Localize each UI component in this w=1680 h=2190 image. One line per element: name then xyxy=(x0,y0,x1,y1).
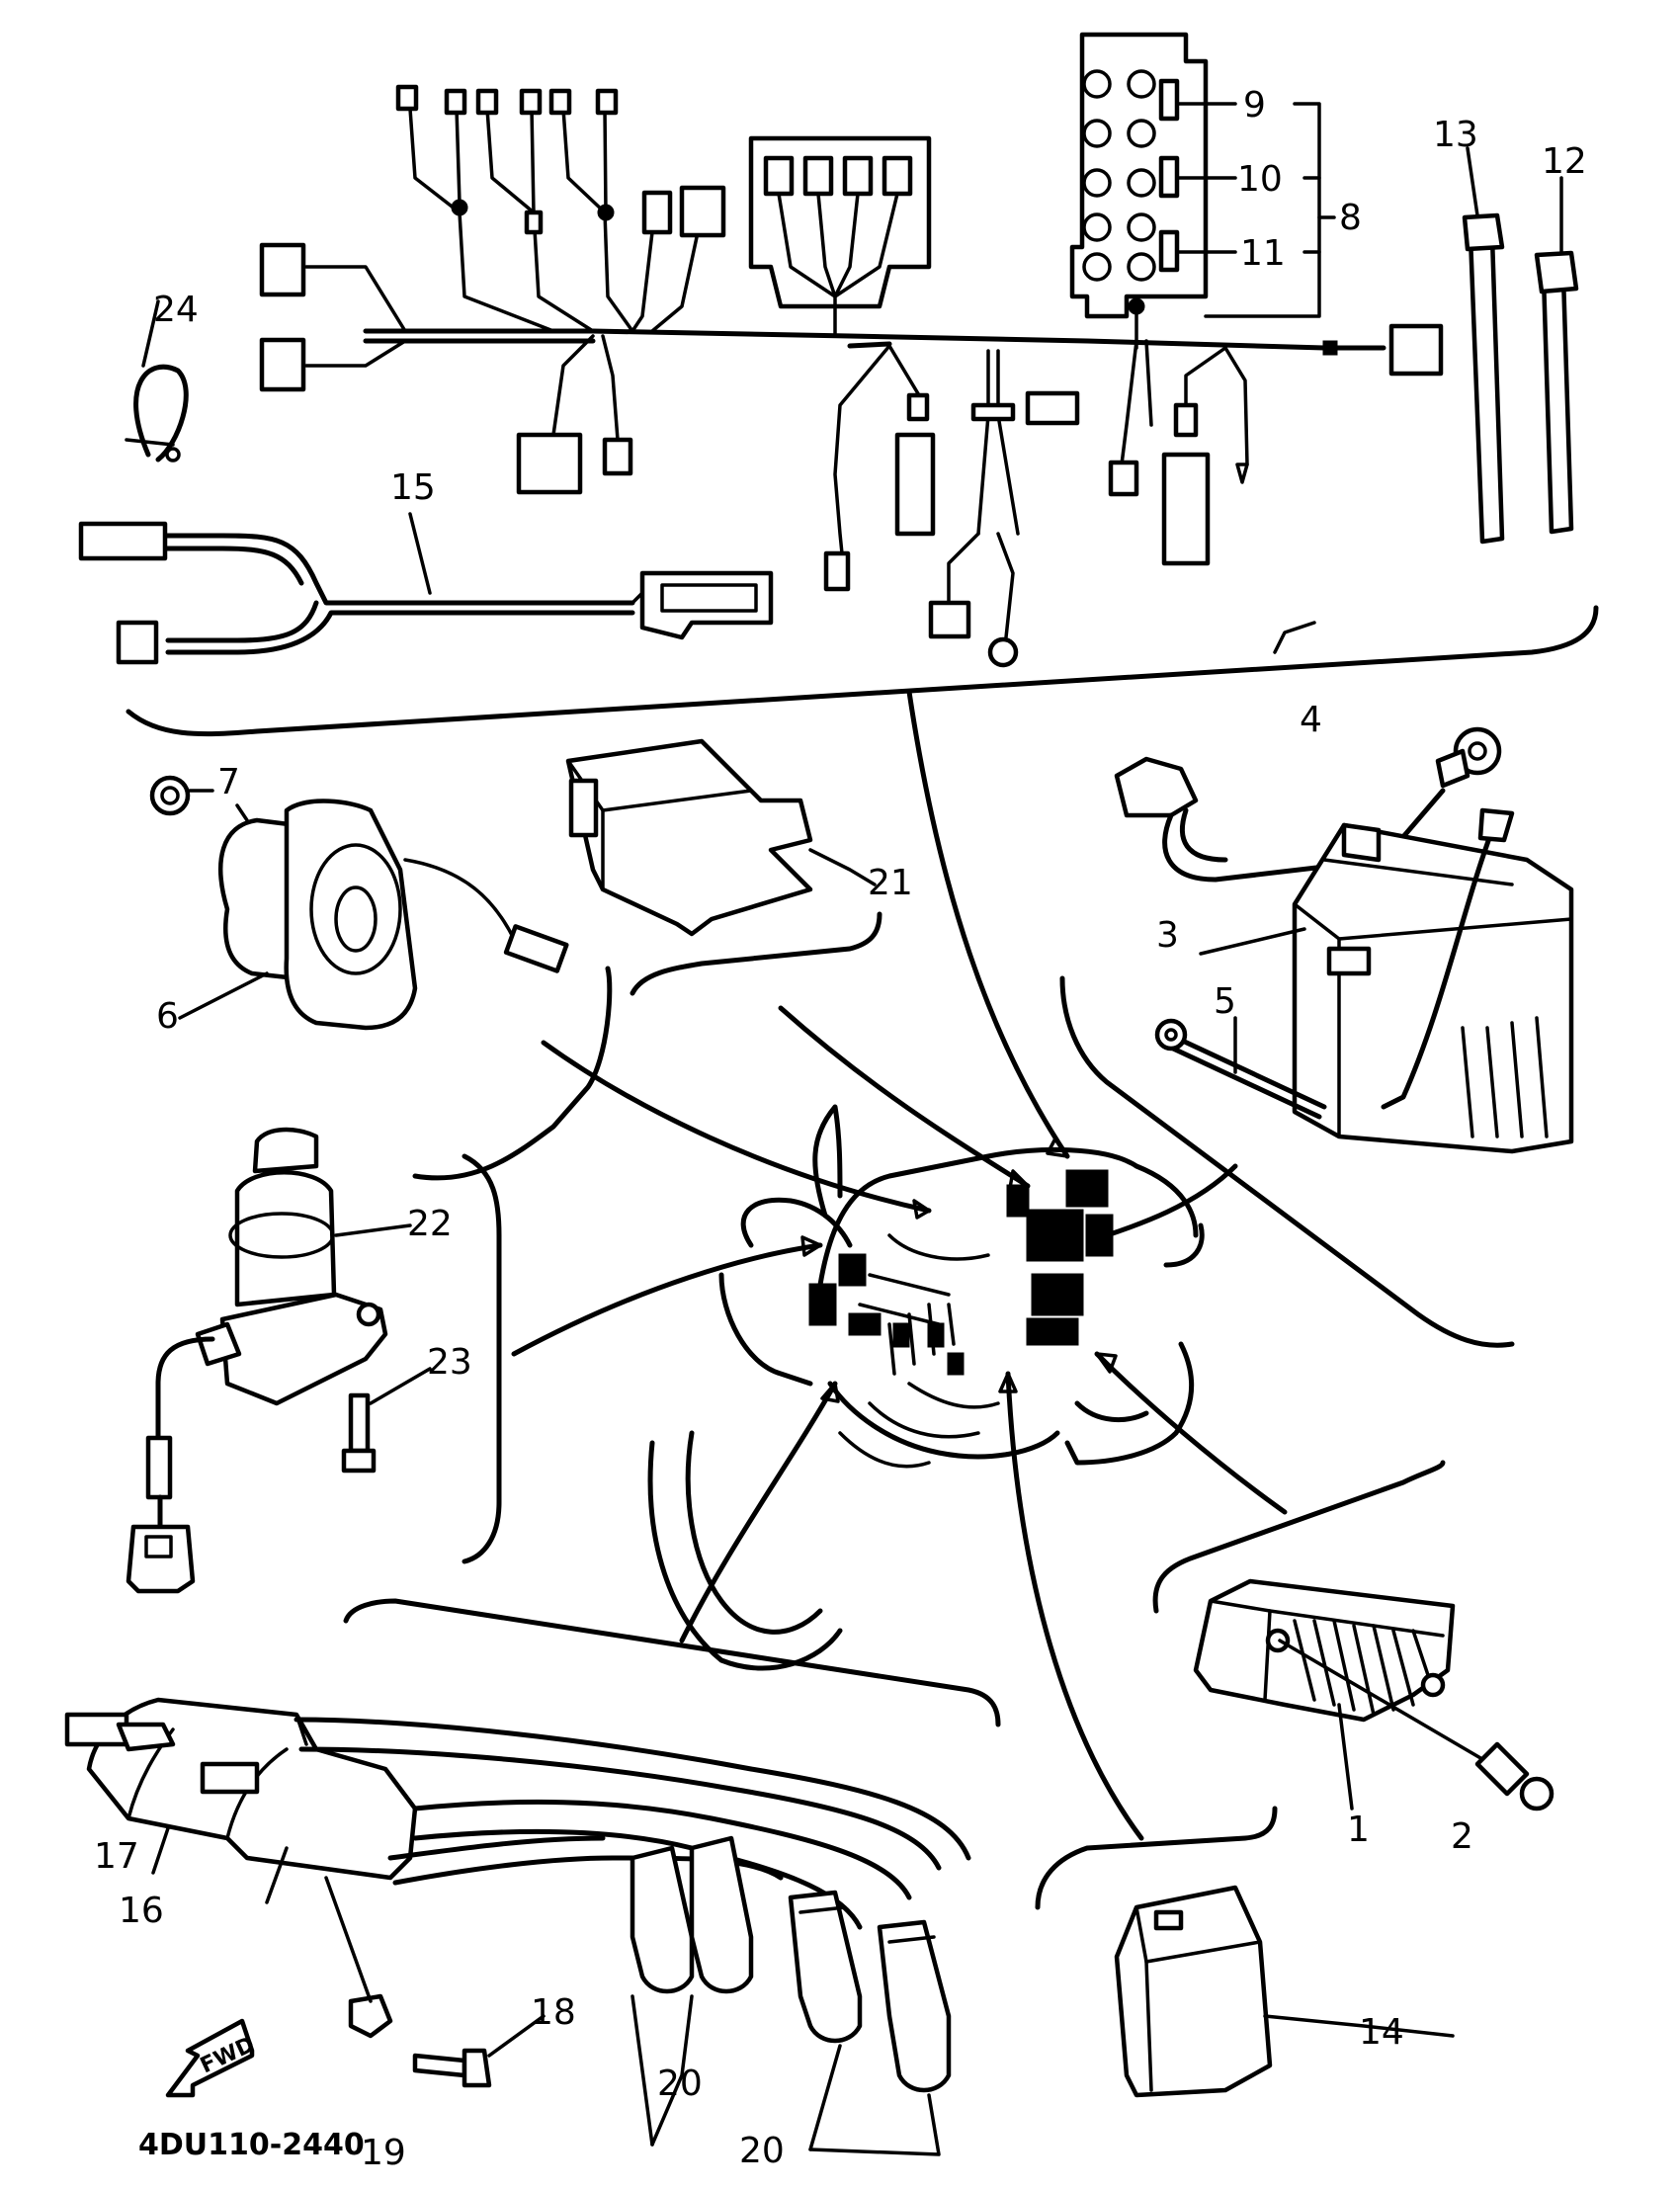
cable-bands xyxy=(1462,212,1579,545)
switch-bracket xyxy=(462,1153,502,1564)
callout-22: 22 xyxy=(407,1204,453,1244)
horn-bracket xyxy=(412,966,613,1181)
screw-23 xyxy=(341,1392,377,1474)
ignitor-bracket xyxy=(630,911,882,996)
callout-20b: 20 xyxy=(739,2131,785,2171)
ignitor-unit-21 xyxy=(565,738,813,937)
callout-18: 18 xyxy=(531,1992,576,2033)
callout-23: 23 xyxy=(427,1342,472,1383)
battery-bracket xyxy=(1059,975,1515,1348)
figure-code: 4DU110-2440 xyxy=(138,2128,365,2162)
relay-bracket xyxy=(1035,1806,1278,1910)
callout-2: 2 xyxy=(1451,1816,1473,1857)
callout-8: 8 xyxy=(1339,198,1362,238)
motorcycle-frame xyxy=(647,1104,1205,1671)
callout-13: 13 xyxy=(1433,115,1478,155)
callout-10: 10 xyxy=(1237,159,1283,200)
forward-arrow: FWD xyxy=(165,2018,259,2098)
nut-7 xyxy=(149,775,191,816)
callout-15: 15 xyxy=(390,467,436,508)
callout-11: 11 xyxy=(1240,233,1286,274)
bolt-2 xyxy=(1278,1639,1554,1811)
callout-16: 16 xyxy=(119,1891,164,1931)
callout-4: 4 xyxy=(1300,700,1322,740)
rectifier-bracket xyxy=(1152,1460,1446,1614)
callout-21: 21 xyxy=(868,863,913,903)
callout-19: 19 xyxy=(361,2133,406,2173)
horn-6 xyxy=(218,799,569,1031)
wire-harness-group xyxy=(78,32,1444,668)
relay-14 xyxy=(1114,1885,1273,2098)
lead-5 xyxy=(1154,1018,1327,1120)
callout-7: 7 xyxy=(217,762,240,802)
leader-lines xyxy=(511,689,1288,1841)
ignition-coil-assembly xyxy=(64,1697,971,2093)
battery-3 xyxy=(1292,807,1574,1154)
callout-5: 5 xyxy=(1214,981,1236,1022)
callout-leaders xyxy=(141,146,1563,2156)
main-switch-22 xyxy=(126,1127,388,1594)
callout-1: 1 xyxy=(1347,1810,1370,1850)
coil-bracket xyxy=(343,1598,1001,1727)
callout-14: 14 xyxy=(1359,2012,1404,2053)
callout-9: 9 xyxy=(1243,85,1266,126)
callout-12: 12 xyxy=(1542,141,1587,182)
callout-17: 17 xyxy=(94,1836,139,1877)
rectifier-1 xyxy=(1193,1578,1456,1723)
callout-20a: 20 xyxy=(657,2064,703,2104)
bolt-18 xyxy=(412,2014,546,2088)
callout-6: 6 xyxy=(156,996,179,1037)
callout-3: 3 xyxy=(1156,915,1179,956)
callout-24: 24 xyxy=(153,290,199,330)
battery-cable-4 xyxy=(1114,726,1502,883)
harness-group-bracket xyxy=(126,605,1599,737)
